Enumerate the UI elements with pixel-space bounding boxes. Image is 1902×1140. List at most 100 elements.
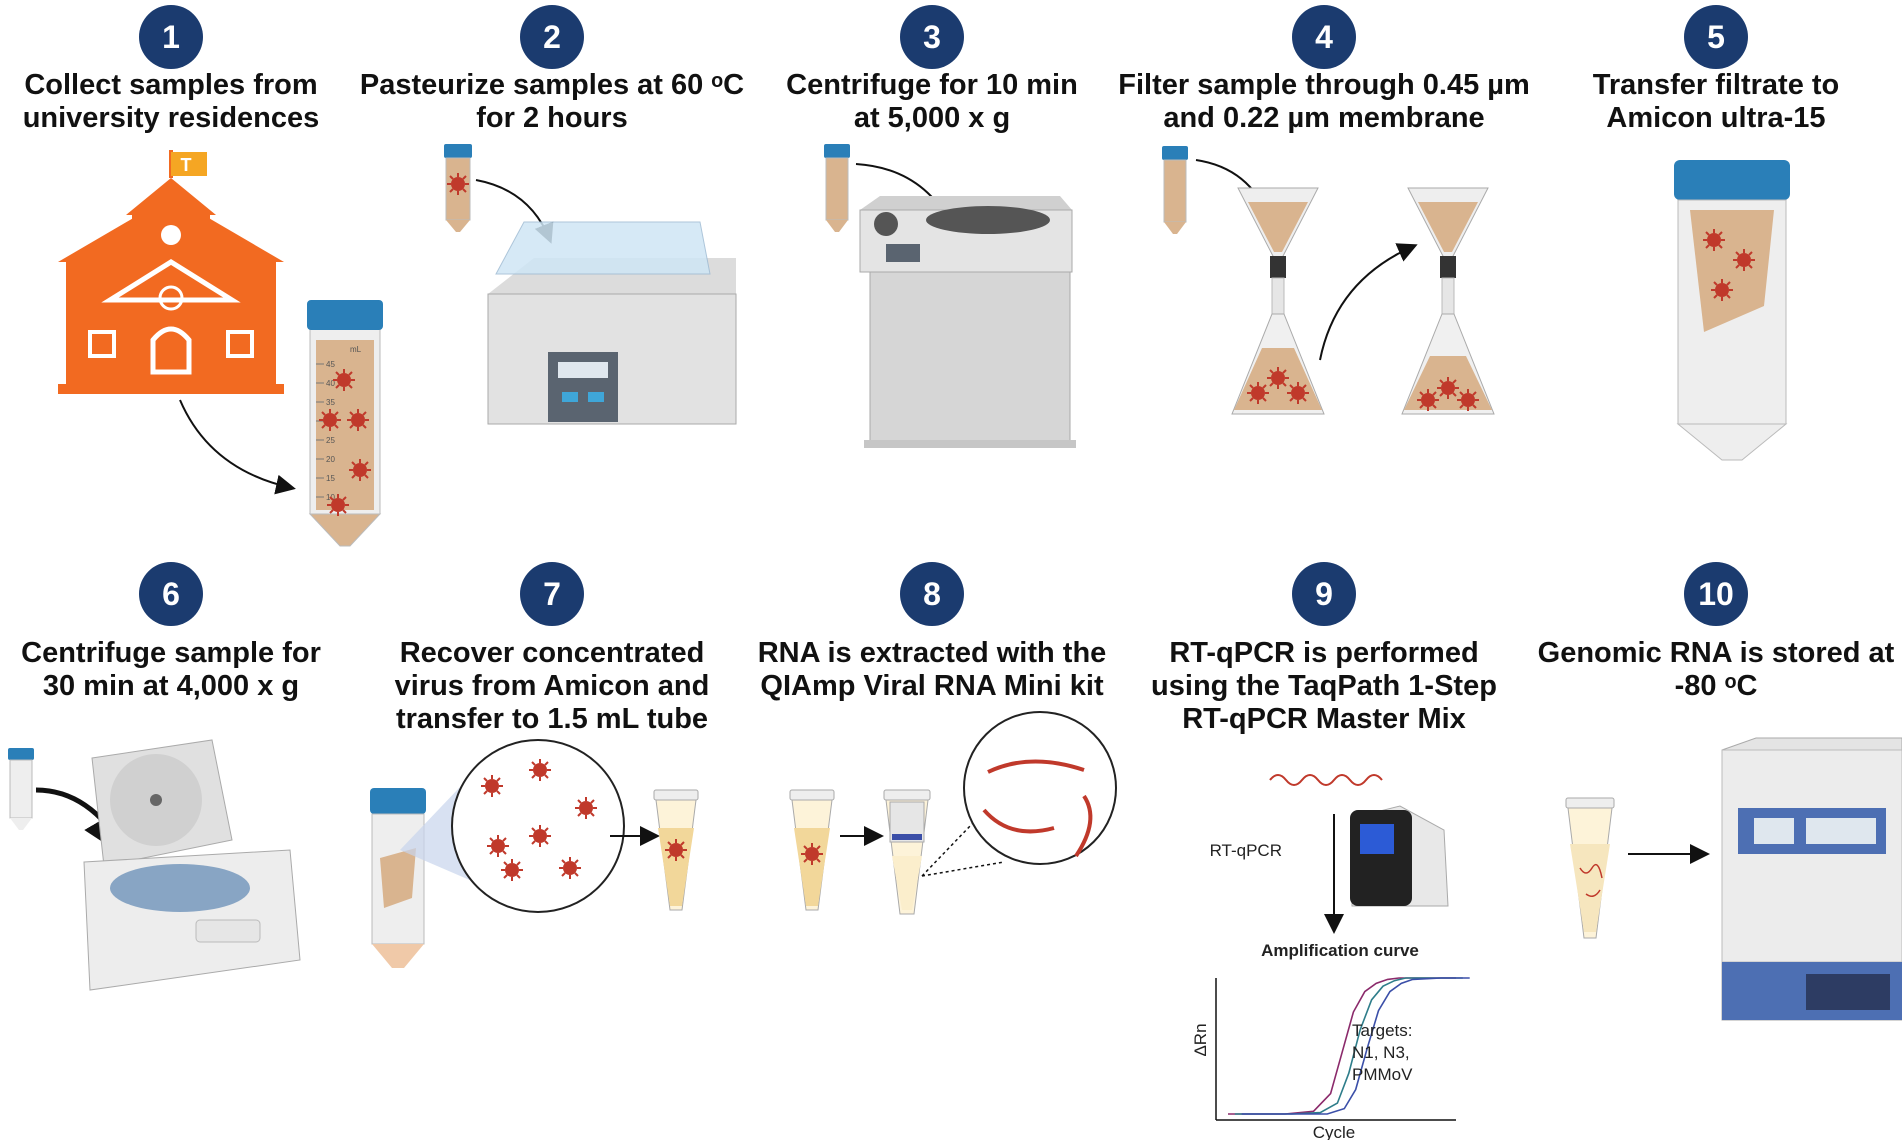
filter-flask-icon bbox=[1401, 187, 1495, 415]
virus-icon bbox=[500, 858, 524, 882]
tube-scale-label: 20 bbox=[326, 455, 335, 464]
clock-icon bbox=[158, 285, 184, 311]
bell-icon bbox=[161, 225, 181, 245]
rna-strand-icon bbox=[1269, 774, 1383, 786]
amplification-title: Amplification curve bbox=[1261, 941, 1419, 960]
freezer-icon bbox=[1721, 737, 1902, 1021]
zoom-bubble bbox=[963, 711, 1117, 865]
step-title-line: Centrifuge for 10 min bbox=[786, 69, 1078, 101]
tube-scale-label: 25 bbox=[326, 436, 335, 445]
rna-strand-icon bbox=[982, 759, 1093, 858]
step-title-line: RT-qPCR is performed bbox=[1169, 637, 1478, 669]
step-title-line: Centrifuge sample for bbox=[21, 637, 321, 669]
step-title-line: Recover concentrated bbox=[400, 637, 705, 669]
tube-scale-label: 15 bbox=[326, 474, 335, 483]
amplification-series-2 bbox=[1234, 977, 1463, 1115]
step-title-line: Pasteurize samples at 60 ᵒC bbox=[360, 69, 744, 101]
step-number: 1 bbox=[162, 19, 180, 55]
step-title-line: Amicon ultra-15 bbox=[1606, 102, 1825, 134]
step-badge-2: 2 bbox=[520, 5, 584, 69]
step-title-line: 30 min at 4,000 x g bbox=[43, 670, 299, 702]
qpcr-machine-icon bbox=[1350, 805, 1449, 907]
step-title-10: Genomic RNA is stored at-80 ᵒC bbox=[1538, 637, 1895, 702]
microcentrifuge-tube-icon bbox=[1565, 797, 1615, 939]
virus-icon bbox=[486, 834, 510, 858]
conical-tube-icon bbox=[1674, 160, 1790, 461]
y-axis-label: ΔRn bbox=[1191, 1023, 1210, 1056]
centrifuge-icon bbox=[83, 739, 301, 991]
step-number: 5 bbox=[1707, 19, 1725, 55]
step-badge-6: 6 bbox=[139, 562, 203, 626]
microcentrifuge-tube-icon bbox=[883, 789, 931, 915]
amplification-series-3 bbox=[1241, 977, 1470, 1115]
step-title-line: QIAmp Viral RNA Mini kit bbox=[760, 670, 1104, 702]
step-badge-1: 1 bbox=[139, 5, 203, 69]
water-bath-icon bbox=[487, 221, 737, 425]
x-axis-label: Cycle bbox=[1313, 1123, 1356, 1140]
microcentrifuge-tube-icon bbox=[789, 789, 835, 911]
step-badge-3: 3 bbox=[900, 5, 964, 69]
filter-flask-icon bbox=[1231, 187, 1325, 415]
flag-letter: T bbox=[181, 155, 192, 175]
conical-tube-icon bbox=[1162, 146, 1188, 234]
step-badge-5: 5 bbox=[1684, 5, 1748, 69]
step-badge-8: 8 bbox=[900, 562, 964, 626]
step-title-line: Genomic RNA is stored at bbox=[1538, 637, 1895, 669]
tube-scale-label: 45 bbox=[326, 360, 335, 369]
conical-tube-icon bbox=[8, 748, 34, 830]
step-number: 8 bbox=[923, 576, 941, 612]
step-badge-4: 4 bbox=[1292, 5, 1356, 69]
step-number: 6 bbox=[162, 576, 180, 612]
virus-icon bbox=[574, 796, 598, 820]
step-number: 2 bbox=[543, 19, 561, 55]
virus-icon bbox=[528, 758, 552, 782]
amplification-series-1 bbox=[1228, 977, 1456, 1115]
step-title-line: -80 ᵒC bbox=[1675, 670, 1758, 702]
tube-scale-label: 35 bbox=[326, 398, 335, 407]
centrifuge-icon bbox=[859, 196, 1076, 448]
virus-icon bbox=[528, 824, 552, 848]
microcentrifuge-tube-icon bbox=[653, 789, 699, 911]
step-title-line: for 2 hours bbox=[476, 102, 627, 134]
step-number: 10 bbox=[1698, 576, 1734, 612]
amplification-chart: ΔRn Cycle Targets: N1, N3, PMMoV bbox=[1191, 977, 1470, 1140]
conical-tube-icon bbox=[370, 788, 426, 968]
step-badge-9: 9 bbox=[1292, 562, 1356, 626]
rtqpcr-label: RT-qPCR bbox=[1210, 841, 1282, 860]
conical-tube-icon bbox=[824, 144, 850, 232]
step-badge-7: 7 bbox=[520, 562, 584, 626]
virus-icon bbox=[558, 856, 582, 880]
step-badge-10: 10 bbox=[1684, 562, 1748, 626]
tube-scale-label: 40 bbox=[326, 379, 335, 388]
step-title-line: at 5,000 x g bbox=[854, 102, 1010, 134]
tube-unit: mL bbox=[350, 345, 362, 354]
step-title-line: and 0.22 µm membrane bbox=[1163, 102, 1484, 134]
step-title-line: RT-qPCR Master Mix bbox=[1182, 703, 1466, 735]
step-title-line: transfer to 1.5 mL tube bbox=[396, 703, 708, 735]
targets-line: Targets: bbox=[1352, 1021, 1412, 1040]
virus-icon bbox=[480, 774, 504, 798]
school-building-icon: T bbox=[58, 150, 284, 394]
step-title-line: Filter sample through 0.45 µm bbox=[1118, 69, 1530, 101]
step-number: 7 bbox=[543, 576, 561, 612]
targets-line: PMMoV bbox=[1352, 1065, 1413, 1084]
step-number: 9 bbox=[1315, 576, 1333, 612]
conical-tube-icon bbox=[444, 144, 472, 232]
step-title-line: Transfer filtrate to bbox=[1593, 69, 1840, 101]
step-title-line: RNA is extracted with the bbox=[758, 637, 1107, 669]
conical-tube-icon: mL4540353025201510 bbox=[307, 300, 383, 547]
step-title-line: university residences bbox=[23, 102, 320, 134]
targets-line: N1, N3, bbox=[1352, 1043, 1410, 1062]
step-title-line: using the TaqPath 1-Step bbox=[1151, 670, 1497, 702]
